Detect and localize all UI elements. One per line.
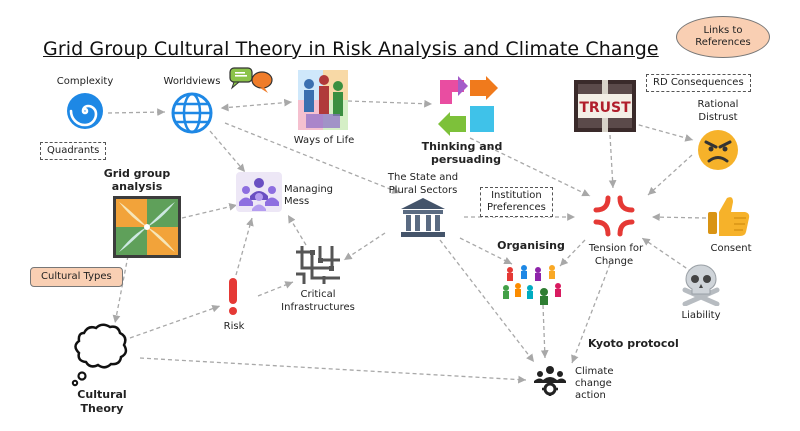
edge-tension-organising xyxy=(559,239,586,267)
institution-label-line1: Institution xyxy=(491,190,542,201)
tension-label-line1: Tension for xyxy=(588,243,644,254)
edge-worldviews-managing xyxy=(209,130,246,173)
critical-label-line1: Critical xyxy=(300,289,336,300)
edge-rational-tension xyxy=(647,154,693,196)
angry-face-icon xyxy=(698,130,738,170)
edge-waysoflife-thinking xyxy=(347,99,433,108)
page-title: Grid Group Cultural Theory in Risk Analy… xyxy=(43,38,659,60)
edge-worldviews-state xyxy=(224,122,401,194)
skull-crossbones-icon xyxy=(682,264,720,306)
bank-building-icon xyxy=(401,198,445,237)
risk-label: Risk xyxy=(223,321,245,332)
organising-label: Organising xyxy=(497,239,565,252)
state-label-line1: The State and xyxy=(387,172,459,183)
people-puzzle-icon xyxy=(298,70,348,130)
speech-bubbles-icon xyxy=(229,67,273,93)
cultural-theory-label-line1: Cultural xyxy=(77,388,127,401)
ways-of-life-label: Ways of Life xyxy=(293,135,355,146)
team-icon xyxy=(236,172,282,212)
edge-tension-climate xyxy=(571,263,611,364)
edge-liability-tension xyxy=(641,237,693,273)
edge-organising-climate xyxy=(540,304,549,359)
edge-risk-critical xyxy=(257,281,294,297)
edge-culturaltheory-climate xyxy=(139,357,527,384)
spiral-icon xyxy=(67,93,103,129)
grid-group-quadrant-icon xyxy=(113,196,181,258)
trust-sign-text: TRUST xyxy=(579,100,631,116)
climate-label-line3: action xyxy=(575,390,606,401)
edge-trust-tension xyxy=(608,134,617,189)
edge-thinking-tension xyxy=(469,137,591,197)
complexity-label: Complexity xyxy=(56,76,114,87)
institution-preferences-box[interactable]: Institution Preferences xyxy=(480,187,553,217)
state-label-line2: Plural Sectors xyxy=(388,185,458,196)
thinking-label-line1: Thinking and xyxy=(421,140,503,153)
rational-label-line1: Rational xyxy=(697,99,739,110)
quadrants-box[interactable]: Quadrants xyxy=(40,142,107,160)
grid-group-label-line2: analysis xyxy=(111,180,163,193)
kyoto-protocol-label: Kyoto protocol xyxy=(588,337,679,350)
consent-label: Consent xyxy=(710,243,752,254)
worldviews-label: Worldviews xyxy=(163,76,221,87)
group-cog-icon xyxy=(534,366,566,396)
rd-consequences-box[interactable]: RD Consequences xyxy=(646,74,751,92)
managing-label-line1: Managing xyxy=(284,184,334,195)
edge-state-critical xyxy=(343,232,386,261)
trust-sign-icon: TRUST xyxy=(574,80,636,132)
edge-risk-managing xyxy=(235,217,254,276)
cultural-types-box[interactable]: Cultural Types xyxy=(30,267,123,287)
edge-culturaltheory-risk xyxy=(129,304,221,339)
four-arrows-icon xyxy=(438,76,498,136)
edge-consent-tension xyxy=(651,213,707,222)
edge-worldviews-waysoflife xyxy=(220,98,293,112)
edge-critical-managing xyxy=(287,214,307,246)
edge-complexity-worldviews xyxy=(107,108,166,117)
tension-label-line2: Change xyxy=(594,256,634,267)
climate-label-line1: Climate xyxy=(575,366,614,377)
exclamation-icon xyxy=(229,278,237,315)
links-to-references-button[interactable]: Links to References xyxy=(676,16,770,58)
liability-label: Liability xyxy=(681,310,721,321)
globe-icon xyxy=(171,92,213,134)
colored-people-icon xyxy=(503,265,561,305)
thought-bubble-icon xyxy=(71,323,128,387)
edge-state-organising xyxy=(459,237,513,265)
thinking-label-line2: persuading xyxy=(431,153,501,166)
cultural-theory-label-line2: Theory xyxy=(80,402,124,415)
pipes-icon xyxy=(296,246,340,284)
managing-label-line2: Mess xyxy=(284,196,310,207)
edge-state-climate xyxy=(439,239,535,363)
edge-grid-culturaltheory xyxy=(112,255,129,324)
rational-label-line2: Distrust xyxy=(698,112,738,123)
institution-label-line2: Preferences xyxy=(487,202,546,213)
critical-label-line2: Infrastructures xyxy=(281,302,355,313)
edge-trust-rational xyxy=(631,122,694,142)
thumbs-up-icon xyxy=(708,197,750,236)
climate-label-line2: change xyxy=(575,378,612,389)
grid-group-label-line1: Grid group xyxy=(103,167,171,180)
edge-grid-managing xyxy=(181,202,238,219)
tension-anger-icon xyxy=(593,195,635,237)
